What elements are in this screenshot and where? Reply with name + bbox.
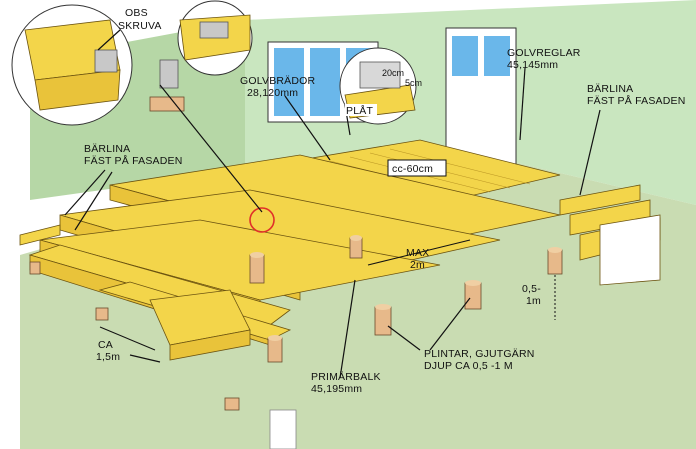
posts [29,235,563,449]
label-5cm: 5cm [405,78,422,88]
label-max: MAX [406,247,429,259]
detail-inset-screw [11,4,133,126]
label-ca-value: 1,5m [96,351,120,363]
label-obs: OBS [125,7,148,19]
floor-joists [39,154,561,321]
label-height: 0,5- [522,283,541,295]
detail-inset-bracket [177,0,253,76]
label-golvreglar: GOLVREGLAR [507,47,581,59]
label-golvbradar: GOLVBRÄDOR [240,75,316,87]
label-skruva: SKRUVA [118,20,162,32]
label-primarbalk: PRIMÄRBALK [311,371,381,383]
detail-highlight [249,207,275,233]
label-cc: cc-60cm [392,163,433,175]
stairs-left [19,224,251,361]
cc-box [387,159,447,177]
leader-lines [64,29,601,379]
label-golvbradar-dim: 28,120mm [247,87,298,99]
label-20cm: 20cm [382,68,404,78]
label-height-value: 1m [526,295,541,307]
label-barlina-right-sub: FÄST PÅ FASADEN [587,94,686,107]
label-ca: CA [98,339,113,351]
label-barlina-left-sub: FÄST PÅ FASADEN [84,154,183,167]
label-plintar: PLINTAR, GJUTGÄRN [424,348,535,360]
label-golvreglar-dim: 45,145mm [507,59,558,71]
dimension-arrows [99,239,556,351]
label-barlina-left: BÄRLINA [84,143,130,155]
label-plintar-sub: DJUP CA 0,5 -1 M [424,360,513,372]
label-barlina-right: BÄRLINA [587,83,633,95]
detail-inset-post-bracket [149,59,185,112]
label-max-value: 2m [410,259,425,271]
door [445,27,517,169]
label-primarbalk-dim: 45,195mm [311,383,362,395]
label-plat: PLÅT [346,104,373,117]
stairs-right [559,184,661,286]
